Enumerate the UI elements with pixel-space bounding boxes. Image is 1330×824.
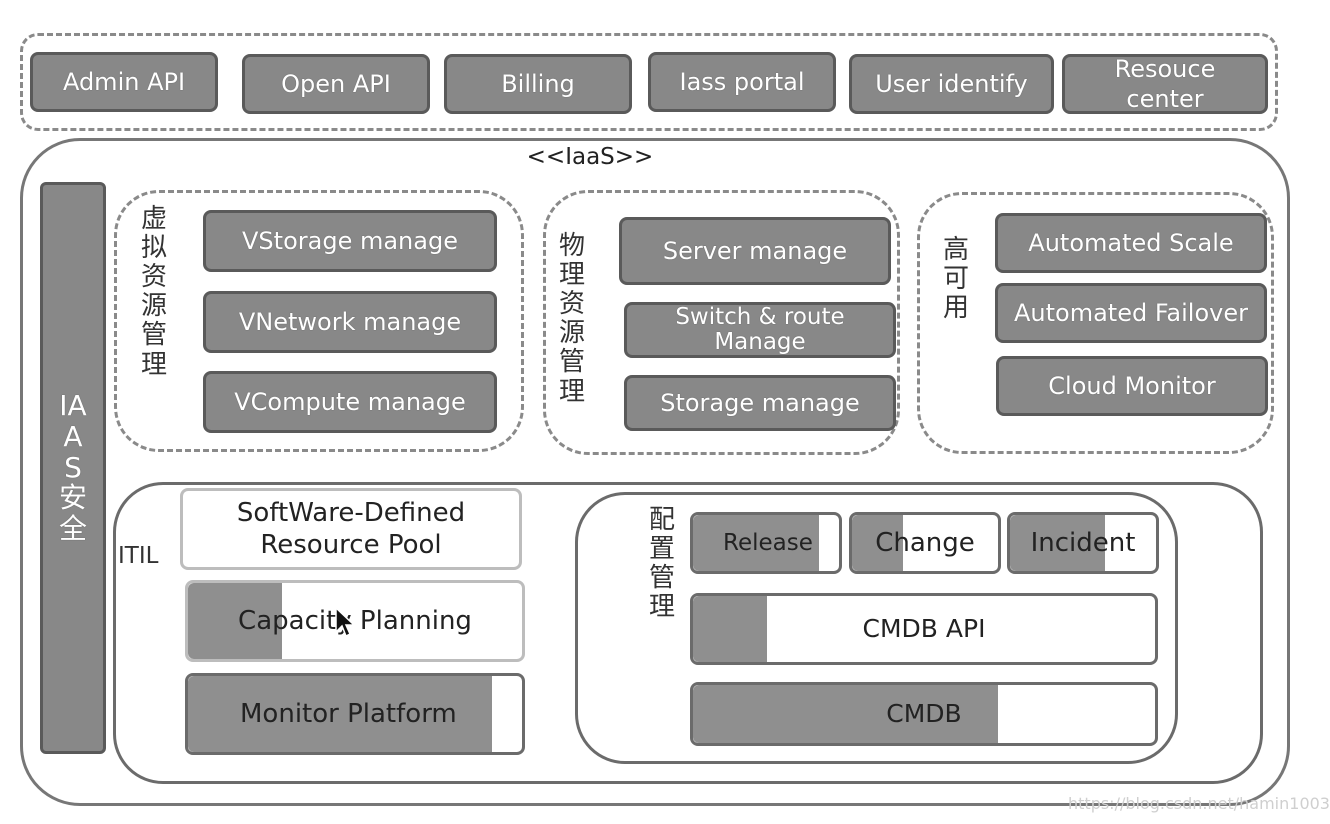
incident-box: Incident — [1007, 512, 1159, 574]
capacity-planning-fill — [188, 583, 282, 659]
release-fill — [693, 515, 819, 571]
high-availability-label: 高可用 — [942, 235, 969, 324]
monitor-platform-fill — [188, 676, 492, 752]
config-management-group — [575, 492, 1178, 764]
vstorage-manage-box: VStorage manage — [203, 210, 497, 272]
cloud-monitor-box: Cloud Monitor — [996, 356, 1268, 416]
automated-scale-box: Automated Scale — [995, 213, 1267, 273]
high-availability-group — [917, 192, 1274, 454]
server-manage-box: Server manage — [619, 217, 891, 285]
admin-api-box: Admin API — [30, 52, 218, 112]
capacity-planning-box: Capacity Planning — [185, 580, 525, 662]
incident-fill — [1010, 515, 1105, 571]
virtual-resource-group — [114, 190, 524, 452]
cmdb-api-fill — [693, 596, 767, 662]
virtual-resource-label: 虚拟资源管理 — [140, 204, 167, 380]
cmdb-api-box: CMDB API — [690, 593, 1158, 665]
iaas-security-label: IAAS安全 — [58, 389, 87, 546]
iaas-security-bar: IAAS安全 — [40, 182, 106, 754]
resource-pool-box: SoftWare-Defined Resource Pool — [180, 488, 522, 570]
cmdb-box: CMDB — [690, 682, 1158, 746]
watermark: https://blog.csdn.net/hamin1003 — [1068, 794, 1330, 813]
top-bar — [20, 33, 1278, 131]
release-label: Release — [723, 529, 813, 556]
release-box: Release — [690, 512, 842, 574]
monitor-platform-box: Monitor Platform — [185, 673, 525, 755]
billing-box: Billing — [444, 54, 632, 114]
open-api-box: Open API — [242, 54, 430, 114]
cmdb-label: CMDB — [886, 699, 962, 729]
change-fill — [852, 515, 904, 571]
resource-pool-label: SoftWare-Defined Resource Pool — [236, 497, 466, 561]
vnetwork-manage-box: VNetwork manage — [203, 291, 497, 353]
iass-portal-box: Iass portal — [648, 52, 836, 112]
cmdb-api-label: CMDB API — [862, 614, 986, 644]
lower-container — [113, 482, 1263, 784]
switch-route-manage-box: Switch & route Manage — [624, 302, 896, 358]
iaas-container — [20, 138, 1290, 806]
automated-failover-box: Automated Failover — [995, 283, 1267, 343]
cmdb-fill — [693, 685, 998, 743]
user-identify-box: User identify — [849, 54, 1054, 114]
itil-label: ITIL — [118, 543, 159, 569]
iaas-title: <<IaaS>> — [526, 144, 654, 170]
storage-manage-box: Storage manage — [624, 375, 896, 431]
incident-label: Incident — [1030, 527, 1136, 558]
change-box: Change — [849, 512, 1001, 574]
change-label: Change — [875, 527, 975, 558]
resource-center-box: Resouce center — [1062, 54, 1268, 114]
physical-resource-group — [543, 190, 900, 455]
vcompute-manage-box: VCompute manage — [203, 371, 497, 433]
mouse-cursor-icon — [335, 606, 356, 638]
config-management-label: 配置管理 — [648, 505, 675, 623]
physical-resource-label: 物理资源管理 — [558, 231, 585, 407]
capacity-planning-label: Capacity Planning — [238, 605, 472, 636]
monitor-platform-label: Monitor Platform — [240, 698, 457, 729]
